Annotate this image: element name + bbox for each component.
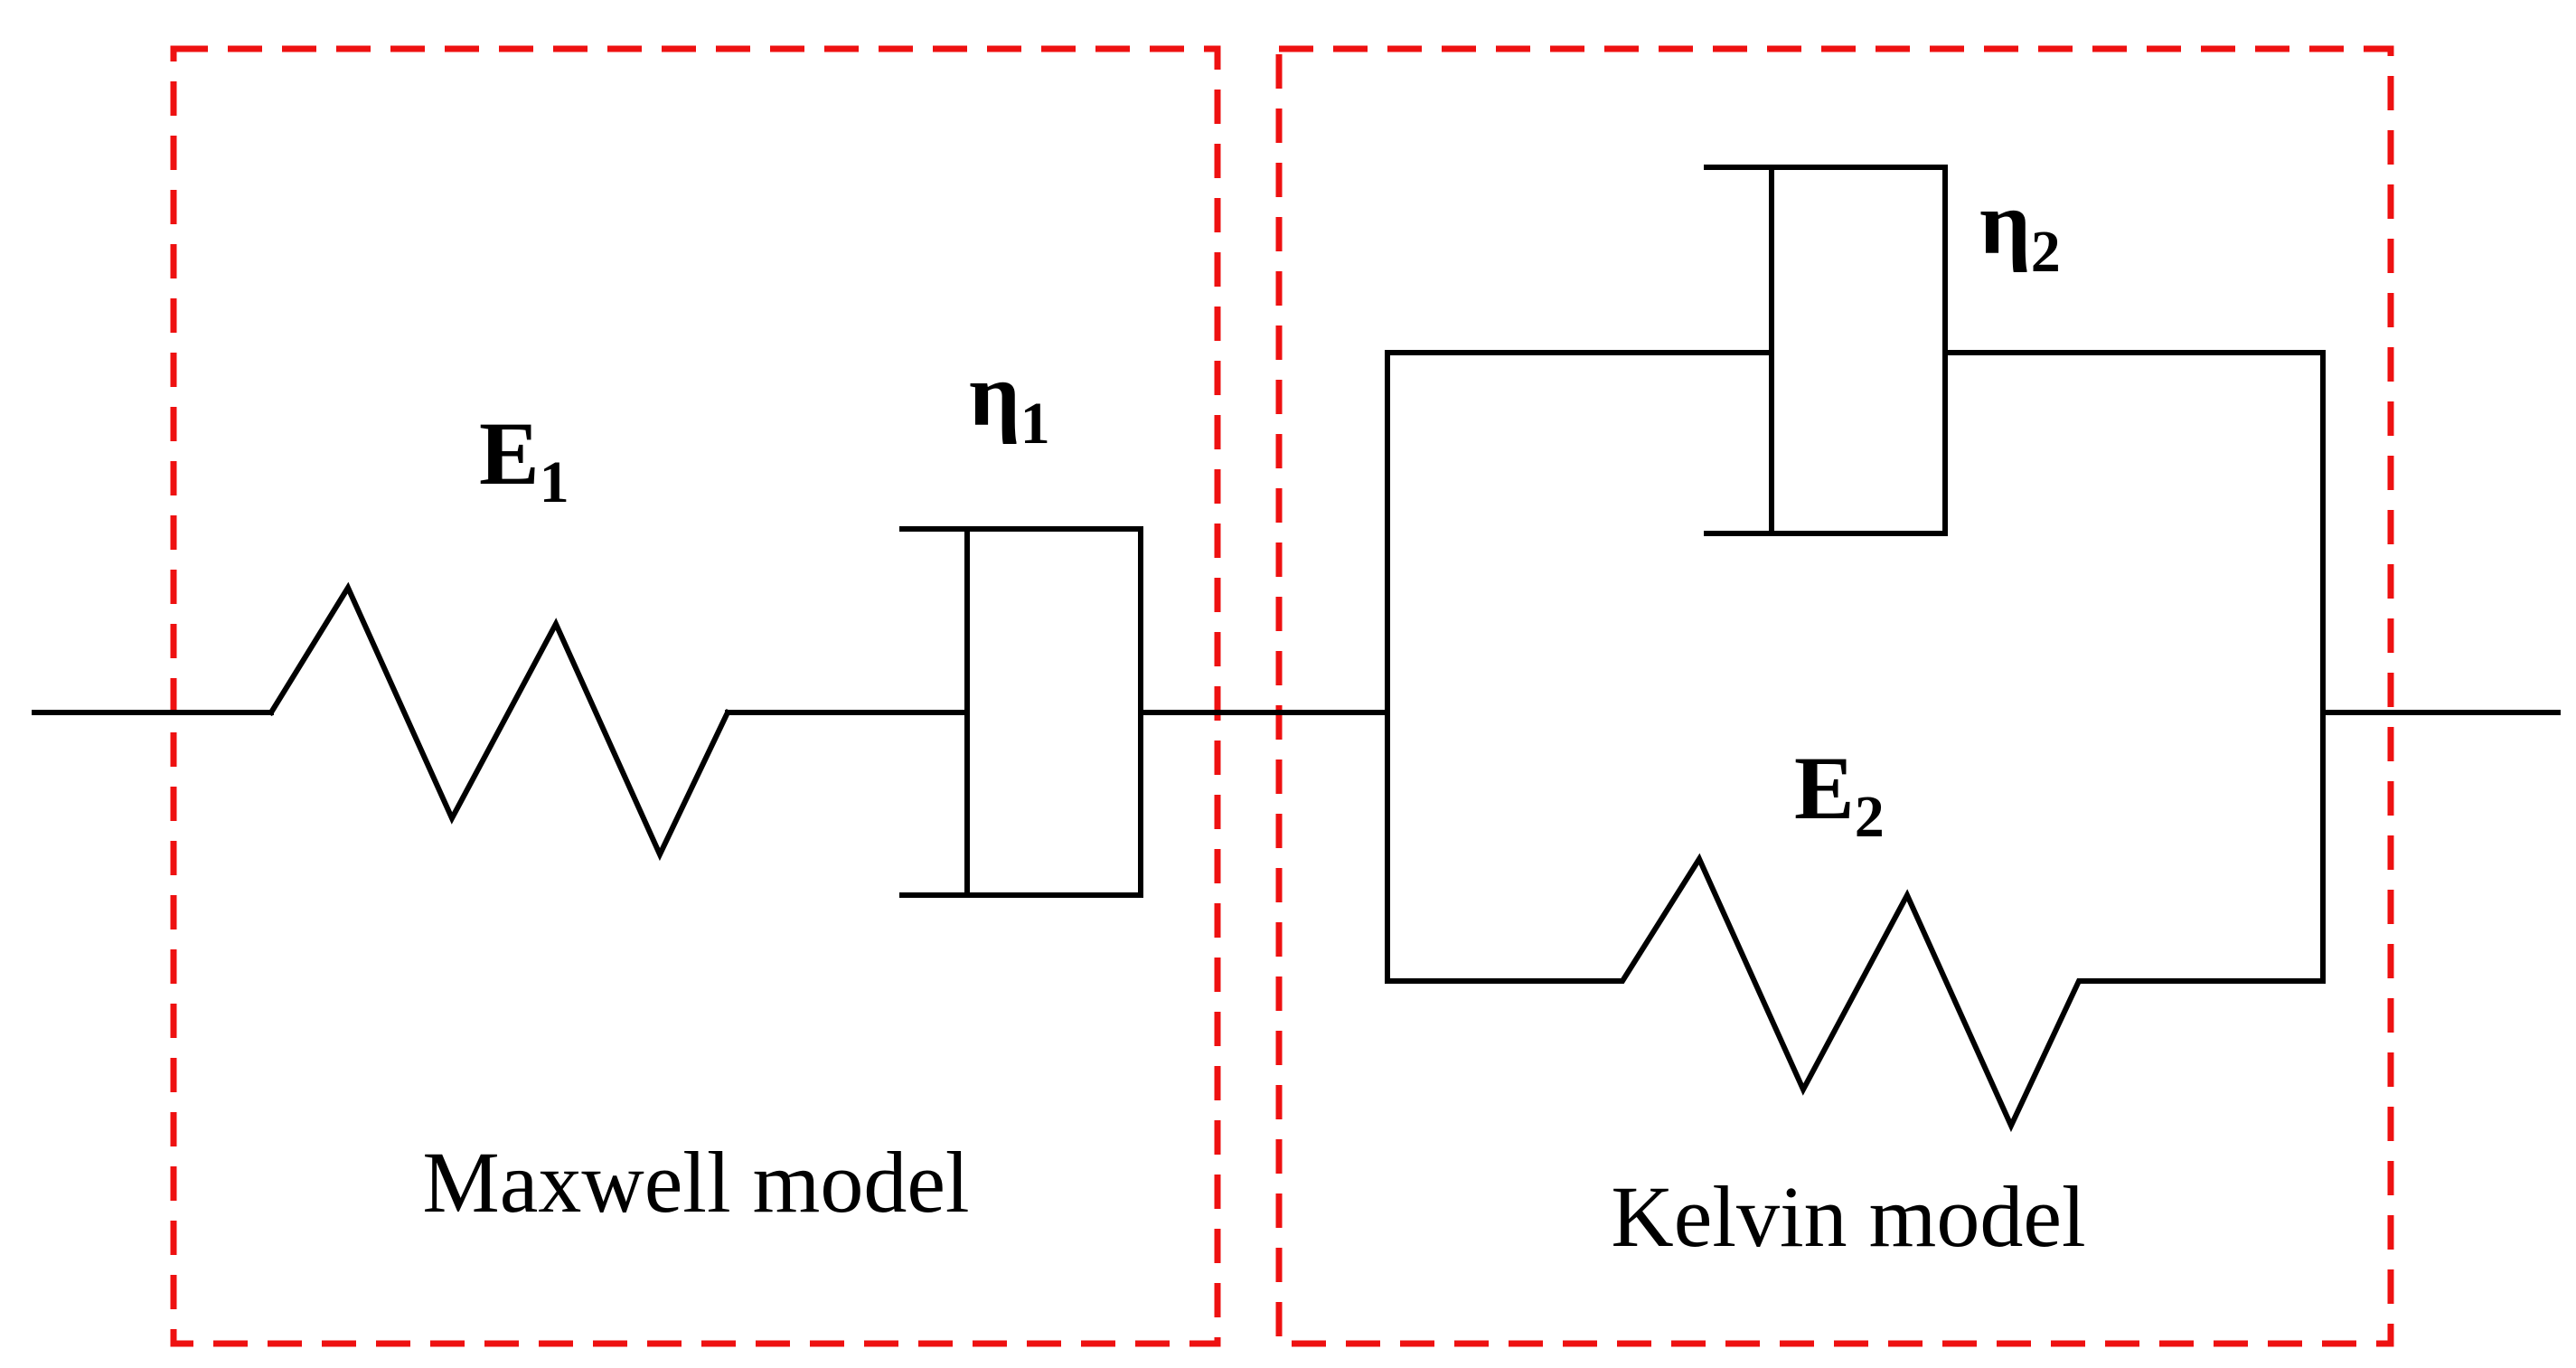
maxwell-model-caption: Maxwell model	[422, 1134, 969, 1231]
maxwell-model-box	[170, 45, 1221, 1347]
spring-e1	[267, 581, 732, 862]
label-e2: E2	[1794, 738, 1885, 850]
dashpot-eta2	[1704, 165, 1948, 536]
kelvin-model-caption: Kelvin model	[1611, 1168, 2085, 1265]
kelvin-model-box	[1275, 45, 2394, 1347]
spring-e2	[1385, 853, 2326, 1133]
label-e1: E1	[479, 403, 569, 515]
label-eta2: η2	[1979, 173, 2061, 285]
label-eta1: η1	[969, 344, 1050, 457]
